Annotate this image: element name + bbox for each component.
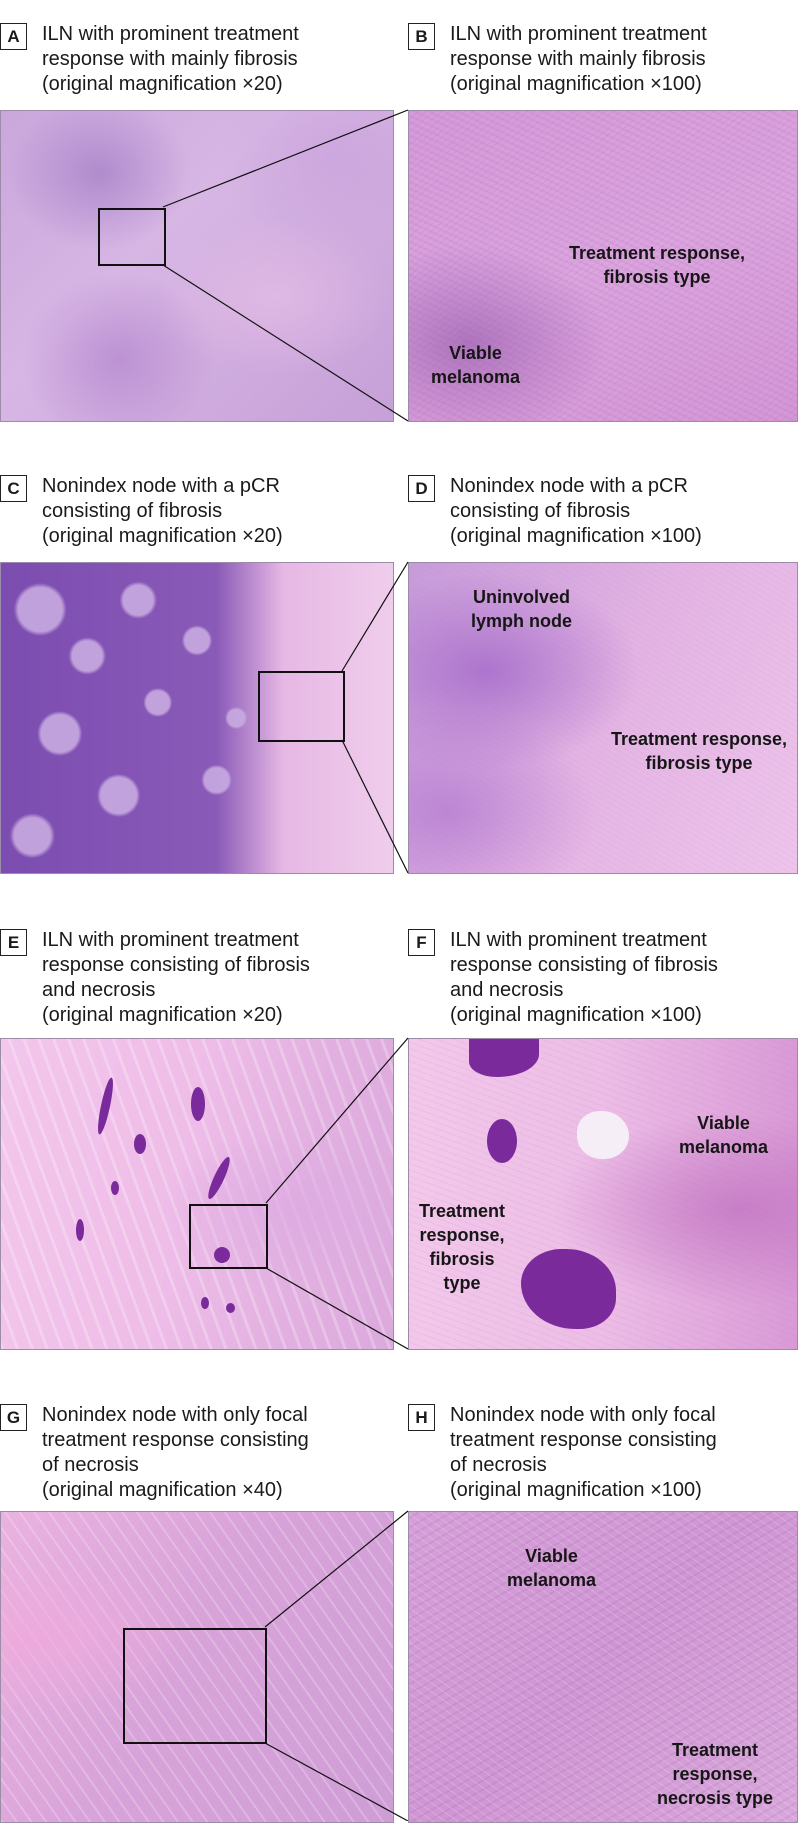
necrosis-focus: [204, 1155, 234, 1201]
panel-b-caption: B ILN with prominent treatment response …: [408, 22, 798, 97]
panel-f-letter: F: [408, 929, 435, 956]
figure-row-ef: E ILN with prominent treatment response …: [0, 928, 798, 1350]
panel-e-caption: E ILN with prominent treatment response …: [0, 928, 400, 1028]
panel-d-label-fibrosis: Treatment response,fibrosis type: [611, 729, 788, 773]
necrosis-focus: [214, 1247, 230, 1263]
panel-g-zoom-box: [123, 1628, 267, 1744]
caption-line: ILN with prominent treatment: [42, 23, 299, 45]
panel-c-micrograph: [0, 562, 394, 874]
caption-line: treatment response consisting: [450, 1429, 717, 1451]
caption-line: Nonindex node with a pCR: [450, 475, 688, 497]
figure-row-gh: G Nonindex node with only focal treatmen…: [0, 1403, 798, 1823]
panel-h-letter: H: [408, 1404, 435, 1431]
panel-b-label-fibrosis: Treatment response,fibrosis type: [569, 243, 746, 287]
panel-g-letter: G: [0, 1404, 27, 1431]
caption-line: treatment response consisting: [42, 1429, 309, 1451]
panel-c-caption: C Nonindex node with a pCR consisting of…: [0, 474, 400, 549]
necrosis-focus: [469, 1039, 539, 1077]
caption-line: Nonindex node with a pCR: [42, 475, 280, 497]
necrosis-focus: [111, 1181, 119, 1195]
caption-line: and necrosis: [450, 979, 564, 1001]
panel-e-zoom-box: [189, 1204, 268, 1269]
caption-line: consisting of fibrosis: [450, 500, 631, 522]
caption-line: (original magnification ×20): [42, 1004, 283, 1026]
panel-e-letter: E: [0, 929, 27, 956]
panel-g-micrograph: [0, 1511, 394, 1823]
necrosis-focus: [521, 1249, 616, 1329]
caption-line: (original magnification ×20): [42, 525, 283, 547]
caption-line: Nonindex node with only focal: [42, 1404, 308, 1426]
panel-b-letter: B: [408, 23, 435, 50]
necrosis-focus: [76, 1219, 84, 1241]
caption-line: ILN with prominent treatment: [450, 929, 707, 951]
necrosis-focus: [134, 1134, 146, 1154]
panel-a-caption: A ILN with prominent treatment response …: [0, 22, 400, 97]
necrosis-focus: [487, 1119, 517, 1163]
caption-line: response with mainly fibrosis: [42, 48, 298, 70]
caption-line: response consisting of fibrosis: [42, 954, 310, 976]
vessel-lumen: [577, 1111, 629, 1159]
caption-line: and necrosis: [42, 979, 156, 1001]
caption-line: ILN with prominent treatment: [450, 23, 707, 45]
caption-line: (original magnification ×20): [42, 73, 283, 95]
panel-c-zoom-box: [258, 671, 345, 742]
caption-line: (original magnification ×100): [450, 1004, 702, 1026]
caption-line: consisting of fibrosis: [42, 500, 223, 522]
necrosis-focus: [95, 1076, 116, 1136]
caption-line: of necrosis: [450, 1454, 547, 1476]
panel-d-caption: D Nonindex node with a pCR consisting of…: [408, 474, 798, 549]
panel-h-caption: H Nonindex node with only focal treatmen…: [408, 1403, 798, 1503]
caption-line: (original magnification ×40): [42, 1479, 283, 1501]
panel-a-letter: A: [0, 23, 27, 50]
caption-line: response with mainly fibrosis: [450, 48, 706, 70]
caption-line: (original magnification ×100): [450, 525, 702, 547]
panel-e-micrograph: [0, 1038, 394, 1350]
necrosis-focus: [226, 1303, 235, 1313]
figure-row-ab: A ILN with prominent treatment response …: [0, 22, 798, 442]
panel-a-micrograph: [0, 110, 394, 422]
caption-line: of necrosis: [42, 1454, 139, 1476]
caption-line: Nonindex node with only focal: [450, 1404, 716, 1426]
panel-f-caption: F ILN with prominent treatment response …: [408, 928, 798, 1028]
necrosis-focus: [191, 1087, 205, 1121]
panel-a-zoom-box: [98, 208, 166, 266]
caption-line: (original magnification ×100): [450, 1479, 702, 1501]
caption-line: response consisting of fibrosis: [450, 954, 718, 976]
panel-c-letter: C: [0, 475, 27, 502]
caption-line: ILN with prominent treatment: [42, 929, 299, 951]
panel-d-letter: D: [408, 475, 435, 502]
caption-line: (original magnification ×100): [450, 73, 702, 95]
figure-row-cd: C Nonindex node with a pCR consisting of…: [0, 474, 798, 894]
panel-g-caption: G Nonindex node with only focal treatmen…: [0, 1403, 400, 1503]
necrosis-focus: [201, 1297, 209, 1309]
